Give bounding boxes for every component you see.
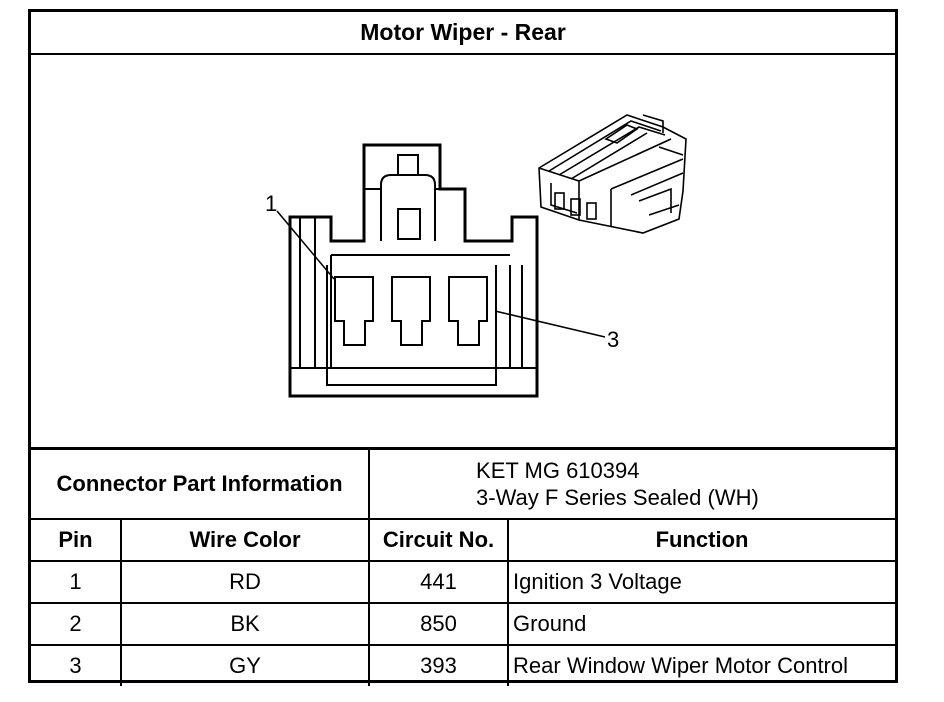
connector-face [276,143,606,398]
part-info-values: KET MG 610394 3-Way F Series Sealed (WH) [368,447,896,520]
connector-diagram: 1 3 [31,55,895,447]
table-row: 2 BK 850 Ground [31,602,896,646]
pin-1-leader [276,210,335,280]
cavity-2 [391,276,431,346]
part-description: 3-Way F Series Sealed (WH) [476,485,759,510]
header-wire-color: Wire Color [119,518,371,562]
pin-cell: 2 [31,602,122,646]
function-cell: Ignition 3 Voltage [507,560,896,604]
table-row: 1 RD 441 Ignition 3 Voltage [31,560,896,604]
wire-color-cell: BK [119,602,371,646]
part-info-label: Connector Part Information [31,447,371,520]
function-cell: Rear Window Wiper Motor Control [507,644,896,686]
pin-3-leader [494,310,606,338]
table-header-row: Pin Wire Color Circuit No. Function [31,518,896,562]
wire-color-cell: GY [119,644,371,686]
connector-info-table: Connector Part Information KET MG 610394… [31,447,896,686]
circuit-cell: 850 [368,602,510,646]
circuit-cell: 441 [368,560,510,604]
wire-color-cell: RD [119,560,371,604]
cavity-3 [448,276,488,346]
cavity-1 [334,276,374,346]
function-cell: Ground [507,602,896,646]
circuit-cell: 393 [368,644,510,686]
part-number: KET MG 610394 [476,458,640,483]
part-info-row: Connector Part Information KET MG 610394… [31,447,896,520]
pin-cell: 3 [31,644,122,686]
connector-sheet: Motor Wiper - Rear [28,9,898,686]
header-function: Function [507,518,896,562]
connector-isometric-view [538,114,687,234]
header-circuit-no: Circuit No. [368,518,510,562]
sheet-title: Motor Wiper - Rear [31,12,895,55]
header-pin: Pin [31,518,122,562]
connector-face-drawing: 1 3 [265,114,687,398]
pin-cell: 1 [31,560,122,604]
pin-3-label: 3 [607,327,619,352]
pin-1-label: 1 [265,191,277,216]
table-row: 3 GY 393 Rear Window Wiper Motor Control [31,644,896,686]
